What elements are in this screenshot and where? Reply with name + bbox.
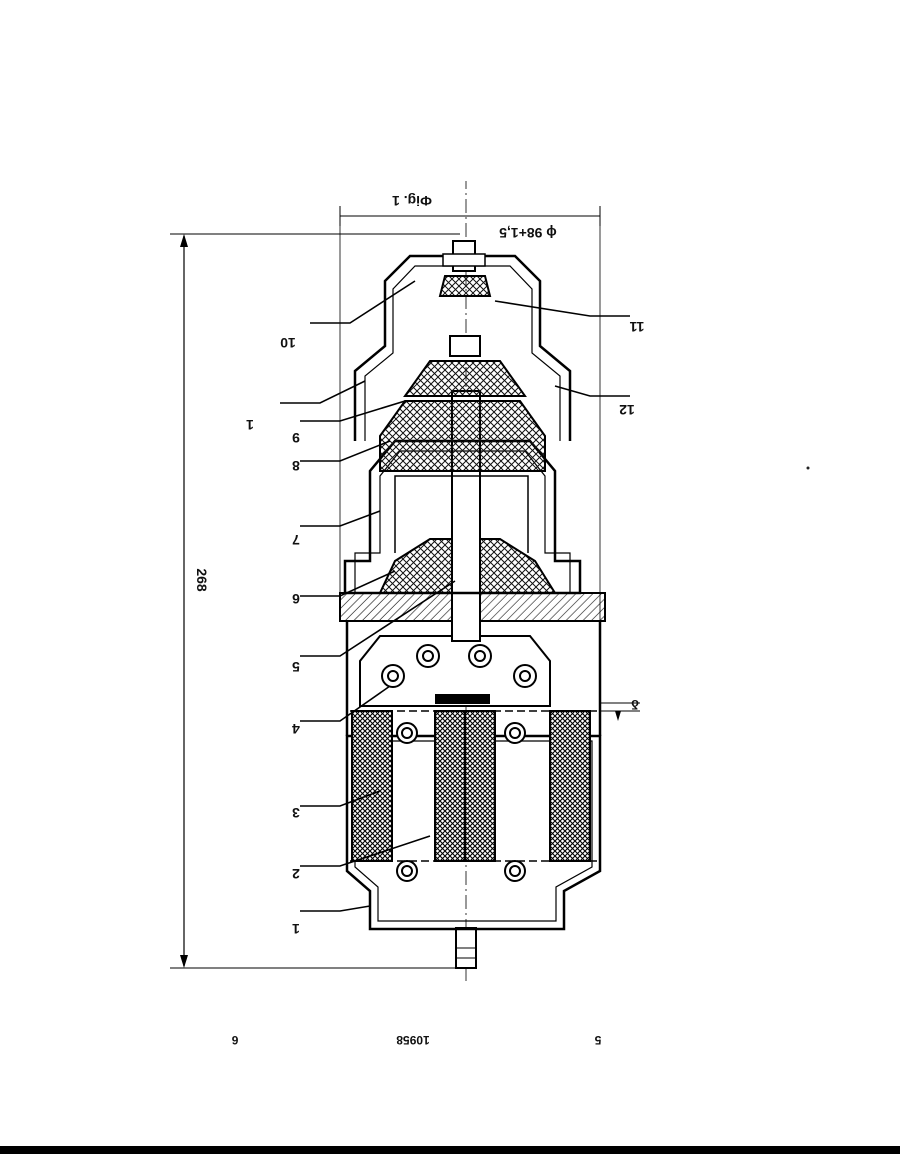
part-label-8: 8 bbox=[292, 458, 300, 474]
part-label-6: 6 bbox=[292, 591, 300, 607]
inlet-nut bbox=[450, 336, 480, 356]
part-label-1b: 1 bbox=[246, 417, 254, 433]
height-dimension-label: 268 bbox=[194, 568, 210, 592]
coil-center-right bbox=[435, 711, 465, 861]
pump-drawing bbox=[170, 181, 640, 981]
part-label-5: 5 bbox=[292, 659, 300, 675]
part-label-10: 10 bbox=[280, 335, 296, 351]
part-label-9: 9 bbox=[292, 430, 300, 446]
page-bottom-bar bbox=[0, 1146, 900, 1154]
valve-seat bbox=[380, 401, 545, 471]
page-mark-center: 10958 bbox=[396, 1033, 430, 1047]
part-label-4: 4 bbox=[292, 721, 300, 737]
page-mark-left: 6 bbox=[231, 1033, 238, 1047]
part-label-3: 3 bbox=[292, 805, 300, 821]
page-mark-right: 5 bbox=[594, 1033, 601, 1047]
diameter-dimension-label: ϕ 98+1,5 bbox=[499, 225, 557, 241]
valve bbox=[405, 361, 525, 396]
coil-left bbox=[550, 711, 590, 861]
page-marks: 6 10958 5 bbox=[231, 1033, 601, 1047]
part-label-7: 7 bbox=[292, 532, 300, 548]
part-label-11: 11 bbox=[629, 319, 644, 335]
part-label-12: 12 bbox=[619, 402, 635, 418]
stray-mark bbox=[807, 467, 810, 470]
coil-right bbox=[352, 711, 392, 861]
coil-center-left bbox=[465, 711, 495, 861]
part-label-2: 2 bbox=[292, 866, 300, 882]
figure-caption: Фig. 1 bbox=[392, 193, 432, 209]
gap-label: δ bbox=[631, 697, 639, 712]
part-label-1: 1 bbox=[292, 921, 300, 937]
